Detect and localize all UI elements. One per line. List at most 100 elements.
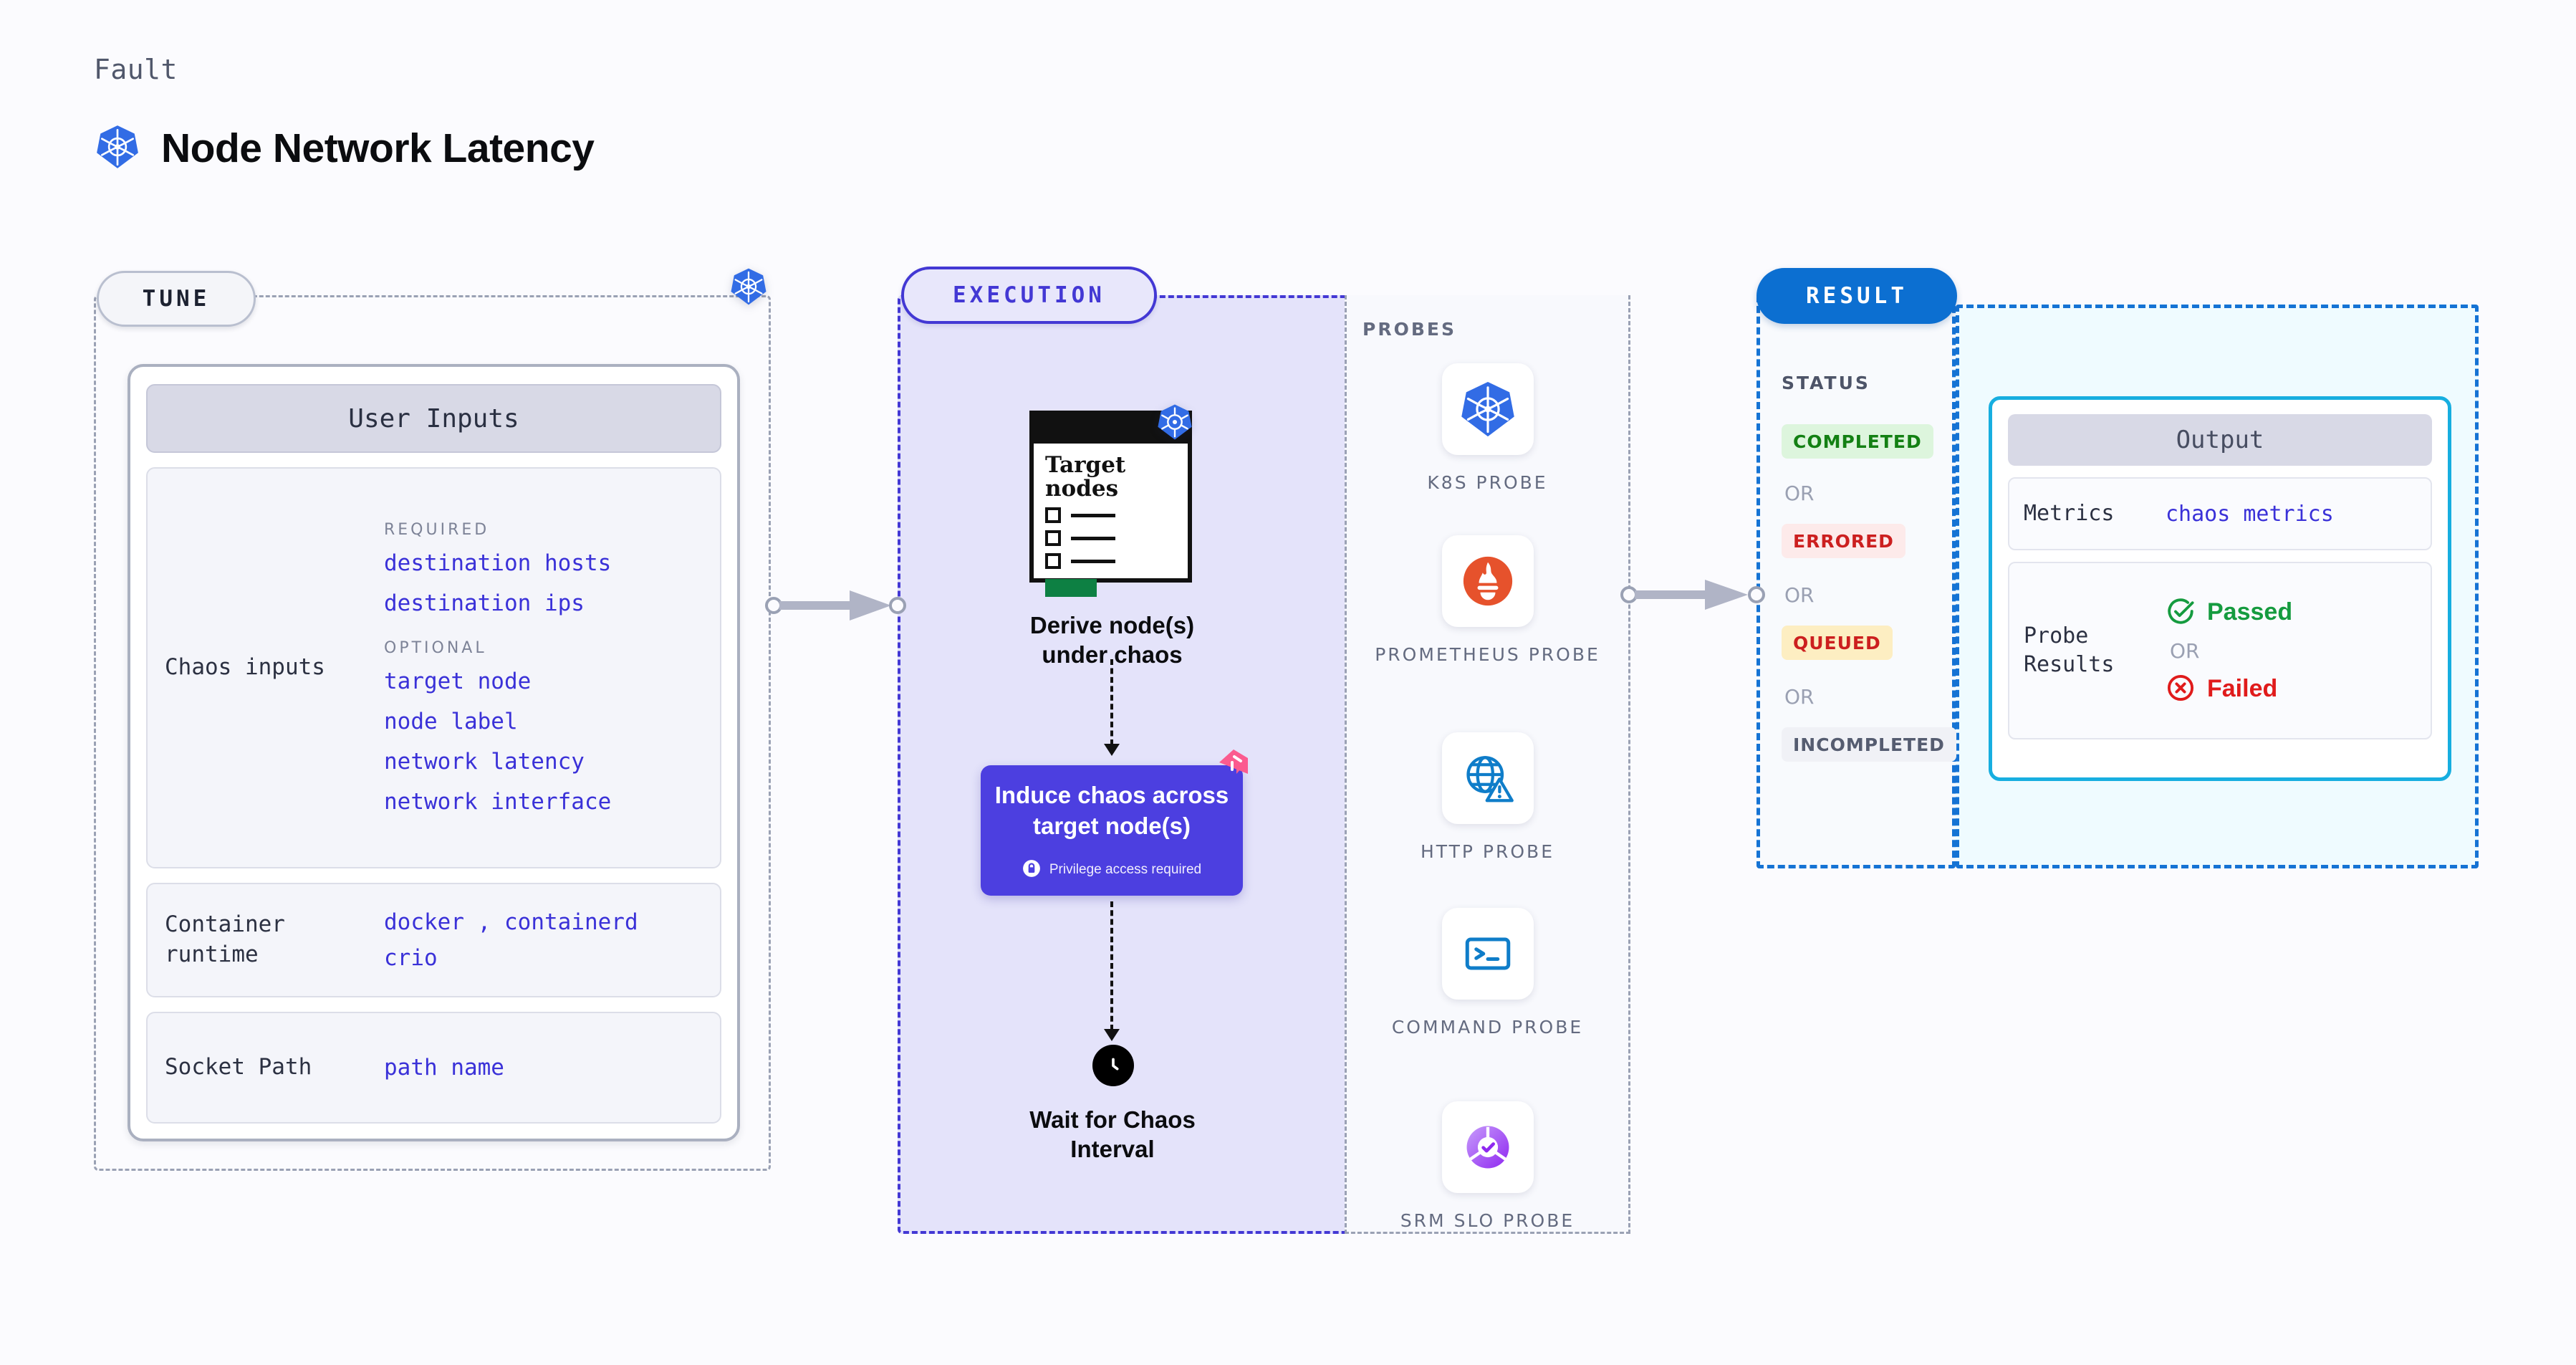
globe-warning-icon	[1441, 732, 1534, 824]
or-separator: OR	[1784, 583, 1815, 607]
status-badge-incompleted: INCOMPLETED	[1782, 727, 1956, 762]
check-circle-icon	[2166, 596, 2196, 629]
or-separator: OR	[2170, 638, 2200, 663]
flow-line-2	[1110, 901, 1113, 1030]
probe-label: COMMAND PROBE	[1391, 1017, 1584, 1038]
metrics-value[interactable]: chaos metrics	[2166, 501, 2334, 527]
placeholder-line	[1071, 536, 1115, 540]
list-item[interactable]	[1045, 530, 1176, 547]
execution-stage-pill[interactable]: EXECUTION	[901, 267, 1157, 324]
x-circle-icon	[2166, 673, 2196, 706]
status-badge-queued: QUEUED	[1782, 626, 1893, 660]
litmus-chaos-icon	[1215, 745, 1252, 785]
probe-command[interactable]: COMMAND PROBE	[1347, 908, 1628, 1040]
connector-tune-to-execution	[765, 588, 908, 626]
confirm-button[interactable]	[1045, 579, 1097, 598]
optional-heading: OPTIONAL	[384, 639, 487, 657]
lock-icon	[1022, 859, 1041, 881]
input-target-node[interactable]: target node	[384, 669, 532, 694]
tune-stage-pill[interactable]: TUNE	[97, 271, 256, 327]
probe-label: PROMETHEUS PROBE	[1375, 644, 1600, 665]
probe-prometheus[interactable]: PROMETHEUS PROBE	[1347, 535, 1628, 667]
probe-srm-slo[interactable]: SRM SLO PROBE	[1347, 1101, 1628, 1233]
user-inputs-title: User Inputs	[146, 384, 721, 453]
probe-result-failed: Failed	[2166, 673, 2431, 706]
socket-path-values: path name	[384, 1055, 720, 1081]
output-title: Output	[2008, 414, 2432, 466]
input-destination-ips[interactable]: destination ips	[384, 590, 585, 616]
input-network-latency[interactable]: network latency	[384, 749, 585, 775]
page-kicker: Fault	[94, 54, 178, 85]
arrow-down-icon	[1104, 744, 1120, 756]
chaos-inputs-label: Chaos inputs	[165, 654, 325, 681]
socket-path-row: Socket Path path name	[146, 1012, 721, 1124]
container-runtime-row: Container runtime docker , containerd cr…	[146, 883, 721, 997]
probe-k8s[interactable]: K8S PROBE	[1347, 363, 1628, 495]
metrics-row: Metrics chaos metrics	[2008, 477, 2432, 550]
probe-label: SRM SLO PROBE	[1400, 1210, 1575, 1231]
status-badge-errored: ERRORED	[1782, 524, 1905, 558]
input-node-label[interactable]: node label	[384, 709, 518, 734]
prometheus-icon	[1441, 535, 1534, 627]
kubernetes-icon	[1155, 403, 1194, 444]
socket-path-label: Socket Path	[165, 1054, 312, 1081]
container-runtime-label: Container runtime	[165, 911, 285, 967]
induce-chaos-step[interactable]: Induce chaos across target node(s) Privi…	[981, 765, 1243, 896]
required-heading: REQUIRED	[384, 521, 490, 539]
page-title-row: Node Network Latency	[94, 123, 595, 173]
privilege-note: Privilege access required	[1022, 859, 1201, 881]
user-inputs-card: User Inputs Chaos inputs REQUIRED destin…	[128, 364, 740, 1141]
srm-slo-icon	[1441, 1101, 1534, 1193]
page-title: Node Network Latency	[161, 125, 595, 171]
result-stage-pill[interactable]: RESULT	[1756, 268, 1957, 324]
chaos-inputs-row: Chaos inputs REQUIRED destination hosts …	[146, 467, 721, 868]
clock-icon	[1092, 1045, 1134, 1086]
chaos-inputs-values: REQUIRED destination hosts destination i…	[384, 521, 720, 815]
probes-column: PROBES K8S PROBE	[1345, 295, 1630, 1234]
status-badge-completed: COMPLETED	[1782, 424, 1933, 459]
placeholder-line	[1071, 513, 1115, 517]
probe-label: K8S PROBE	[1427, 472, 1548, 493]
runtime-separator: ,	[477, 909, 491, 935]
induce-chaos-title: Induce chaos across target node(s)	[994, 782, 1229, 839]
kubernetes-icon	[1441, 363, 1534, 455]
socket-path-value[interactable]: path name	[384, 1055, 504, 1081]
failed-label: Failed	[2207, 675, 2278, 702]
kubernetes-icon	[729, 267, 769, 310]
list-item[interactable]	[1045, 553, 1176, 570]
checkbox-icon[interactable]	[1045, 530, 1061, 547]
or-separator: OR	[1784, 685, 1815, 709]
or-separator: OR	[1784, 482, 1815, 505]
kubernetes-icon	[94, 123, 141, 173]
runtime-containerd[interactable]: containerd	[504, 909, 638, 935]
arrow-down-icon	[1104, 1029, 1120, 1041]
probe-label: HTTP PROBE	[1421, 841, 1554, 862]
checkbox-icon[interactable]	[1045, 507, 1061, 524]
container-runtime-values: docker , containerd crio	[384, 909, 720, 971]
metrics-label: Metrics	[2024, 500, 2115, 526]
probe-http[interactable]: HTTP PROBE	[1347, 732, 1628, 864]
probe-results-values: Passed OR Failed	[2166, 596, 2431, 706]
runtime-docker[interactable]: docker	[384, 909, 464, 935]
connector-execution-to-result	[1620, 577, 1771, 616]
privilege-note-text: Privilege access required	[1049, 861, 1202, 877]
arrow-right-icon	[765, 590, 906, 621]
probes-title: PROBES	[1363, 319, 1456, 340]
input-destination-hosts[interactable]: destination hosts	[384, 550, 612, 576]
arrow-right-icon	[1620, 580, 1765, 610]
derive-nodes-caption: Derive node(s)under chaos	[1029, 612, 1195, 669]
status-title: STATUS	[1782, 373, 1870, 393]
placeholder-line	[1071, 559, 1115, 563]
tune-panel-region	[94, 295, 771, 1171]
runtime-crio[interactable]: crio	[384, 945, 438, 971]
passed-label: Passed	[2207, 598, 2293, 626]
probe-result-passed: Passed	[2166, 596, 2431, 629]
list-item[interactable]	[1045, 507, 1176, 524]
flow-line-1	[1110, 659, 1113, 745]
input-network-interface[interactable]: network interface	[384, 789, 612, 815]
checkbox-icon[interactable]	[1045, 553, 1061, 570]
terminal-icon	[1441, 908, 1534, 1000]
